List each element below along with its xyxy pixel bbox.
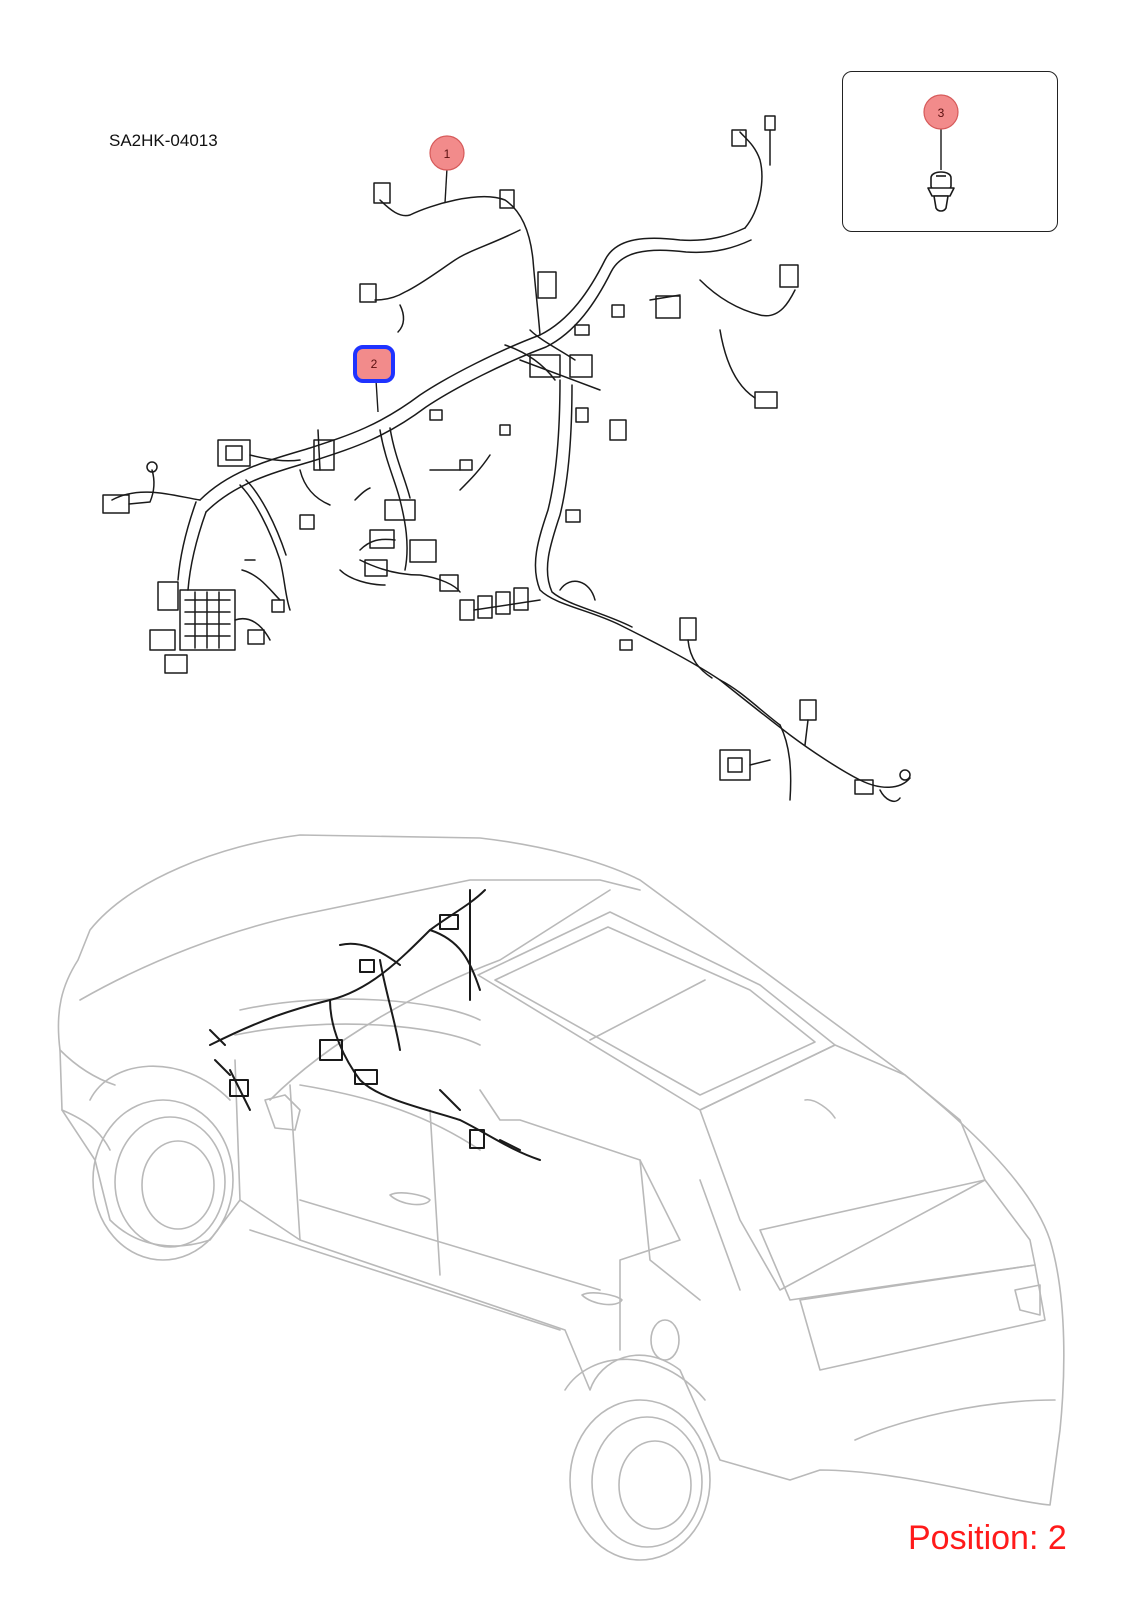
callout-3[interactable]: 3 <box>923 94 959 130</box>
callout-1[interactable]: 1 <box>429 135 465 171</box>
callout-2-selected[interactable]: 2 <box>353 345 395 383</box>
fastener-inset-box <box>842 71 1058 232</box>
position-label: Position: 2 <box>908 1519 1067 1557</box>
callout-3-number: 3 <box>938 106 945 120</box>
clip-fastener-icon <box>927 171 955 212</box>
vehicle-outline <box>57 834 1065 1561</box>
harness-drawing <box>102 115 911 802</box>
diagram-code: SA2HK-04013 <box>109 131 218 150</box>
callout-2-number: 2 <box>371 357 378 371</box>
installed-harness <box>209 889 541 1161</box>
callout-1-number: 1 <box>444 147 451 161</box>
